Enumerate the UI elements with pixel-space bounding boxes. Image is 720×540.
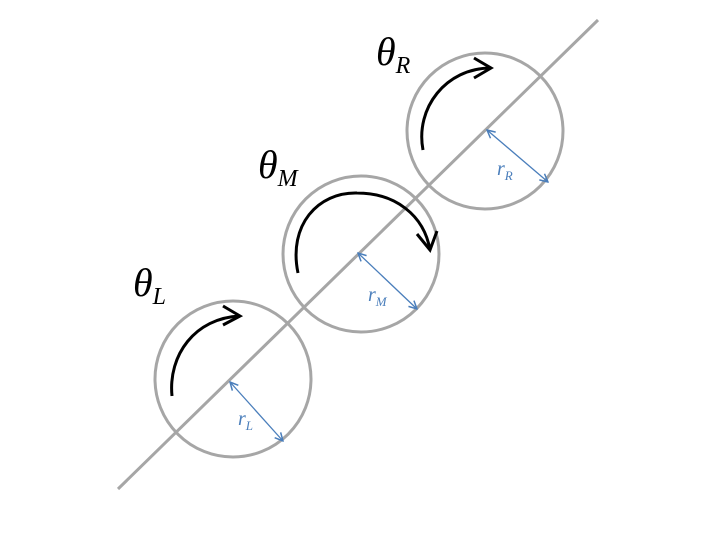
radius-label-middle: rM — [368, 284, 388, 309]
rotation-arrow-left — [170, 314, 241, 397]
rotation-arrowhead-left — [222, 304, 244, 327]
radius-label-left: rL — [238, 408, 253, 433]
roller-middle-circle — [281, 174, 441, 334]
radius-arrow-right — [487, 130, 548, 182]
rotation-arrow-right — [420, 66, 492, 151]
theta-label-left: θL — [133, 260, 166, 310]
roller-right-circle — [405, 51, 565, 211]
roller-middle: θM rM — [258, 142, 441, 334]
rotation-arrowhead-middle — [415, 230, 439, 253]
radius-label-right: rR — [497, 158, 513, 183]
theta-label-right: θR — [376, 29, 411, 79]
radius-arrow-left — [230, 382, 283, 441]
roller-right: θR rR — [376, 29, 565, 211]
roller-left: θL rL — [133, 260, 313, 459]
rotation-arrowhead-right — [473, 56, 494, 80]
radius-arrow-middle — [358, 253, 417, 309]
theta-label-middle: θM — [258, 142, 300, 192]
diagonal-axis-line — [116, 18, 600, 491]
rotation-arrow-middle — [294, 191, 432, 274]
roller-left-circle — [153, 299, 313, 459]
